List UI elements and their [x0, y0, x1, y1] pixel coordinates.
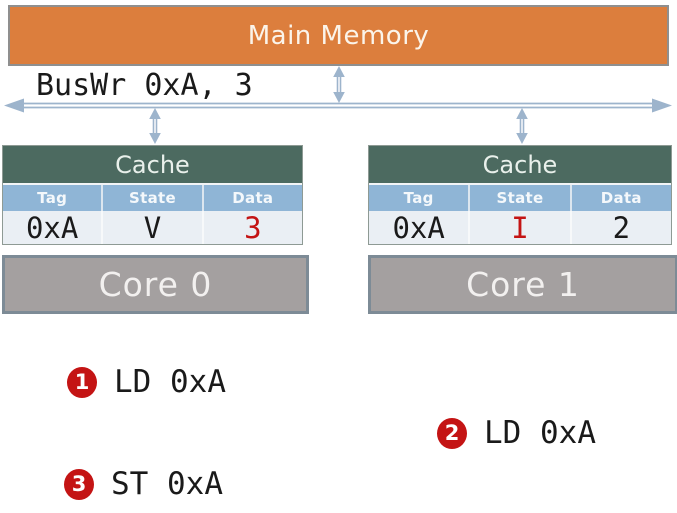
cache0-bus-arrow [149, 108, 161, 144]
core-1-box: Core 1 [368, 255, 677, 314]
cache-1-tag-value: 0xA [392, 210, 445, 245]
cache-0-state-value: V [101, 211, 201, 245]
main-memory-label: Main Memory [247, 20, 430, 51]
main-memory-box: Main Memory [8, 5, 669, 66]
cache-0-data-value: 3 [201, 211, 302, 245]
cache-1-data-value: 2 [569, 211, 671, 245]
event-3-badge: 3 [64, 468, 94, 500]
core-1-label: Core 1 [466, 265, 580, 304]
cache-1-table: Cache Tag State Data 0xA I 2 [368, 145, 672, 245]
event-2-label: LD 0xA [484, 415, 596, 451]
bus-transaction-label: BusWr 0xA, 3 [36, 68, 253, 103]
core-0-label: Core 0 [98, 265, 213, 304]
cache1-bus-arrow [516, 108, 528, 144]
cache-1-col-data: Data [569, 185, 671, 211]
event-2-badge: 2 [437, 417, 467, 449]
cache-1-entry-row: 0xA I 2 [369, 210, 671, 245]
event-2: 2 LD 0xA [437, 415, 596, 451]
cache-1-col-tag: Tag [403, 189, 434, 207]
event-3: 3 ST 0xA [64, 466, 223, 502]
cache-0-col-state: State [101, 185, 201, 211]
cache-0-column-headers: Tag State Data [3, 185, 302, 211]
system-bus-arrow [4, 98, 672, 113]
cache-0-table: Cache Tag State Data 0xA V 3 [2, 145, 303, 245]
cache-1-column-headers: Tag State Data [369, 185, 671, 211]
core-0-box: Core 0 [2, 255, 309, 314]
event-1-label: LD 0xA [114, 364, 226, 400]
cache-0-title: Cache [3, 146, 302, 185]
event-3-label: ST 0xA [111, 466, 223, 502]
event-1-badge: 1 [67, 366, 97, 398]
cache-0-col-tag: Tag [37, 189, 68, 207]
event-1: 1 LD 0xA [67, 364, 226, 400]
memory-bus-arrow [333, 66, 345, 103]
cache-0-col-data: Data [201, 185, 302, 211]
cache-0-entry-row: 0xA V 3 [3, 210, 302, 245]
cache-1-col-state: State [468, 185, 569, 211]
cache-1-state-value: I [468, 211, 569, 245]
cache-1-title: Cache [369, 146, 671, 185]
cache-0-tag-value: 0xA [25, 210, 79, 245]
